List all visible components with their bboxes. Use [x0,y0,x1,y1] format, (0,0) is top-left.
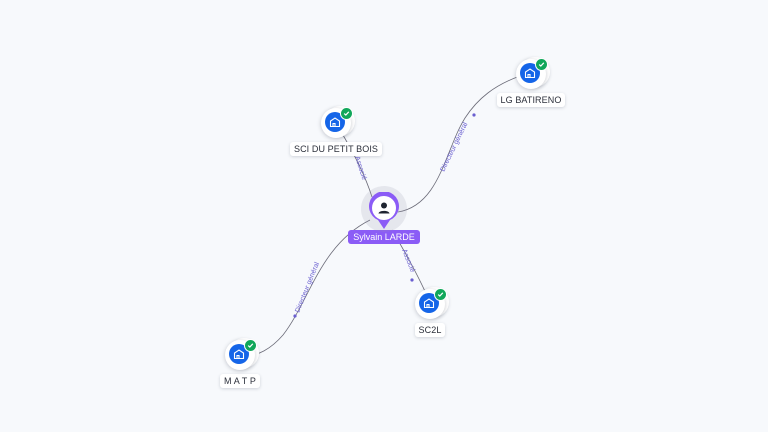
company-node-sci-du-petit-bois[interactable]: SCI DU PETIT BOIS [276,106,396,162]
verified-check-icon [340,107,353,120]
building-icon [419,293,439,313]
company-node-sc2l[interactable]: SC2L [370,287,490,343]
company-label: M A T P [220,374,260,388]
verified-check-icon [535,58,548,71]
relation-label-matp: Directeur général [294,261,321,314]
edge-arrow-lg-batireno [472,113,476,117]
person-aura [361,186,407,232]
building-icon [520,63,540,83]
company-label: LG BATIRENO [496,93,566,107]
building-icon [229,344,249,364]
edge-sci-du-petit-bois [339,129,373,198]
person-node[interactable]: Sylvain LARDE [324,186,444,256]
company-icon-wrap [413,287,449,321]
company-node-matp[interactable]: M A T P [180,338,300,394]
person-label: Sylvain LARDE [348,230,420,244]
company-label: SCI DU PETIT BOIS [289,142,383,156]
edge-arrow-sc2l [410,278,414,282]
verified-check-icon [244,339,257,352]
company-node-lg-batireno[interactable]: LG BATIRENO [471,57,591,113]
company-icon-wrap [514,57,550,91]
company-label: SC2L [414,323,446,337]
edge-lg-batireno [397,75,521,213]
verified-check-icon [434,288,447,301]
relation-label-lg-batireno: Directeur général [440,121,470,173]
company-icon-wrap [319,106,355,140]
edge-arrow-matp [293,314,297,318]
edge-matp [244,219,371,358]
company-icon-wrap [223,338,259,372]
building-icon [325,112,345,132]
person-icon [369,192,399,229]
